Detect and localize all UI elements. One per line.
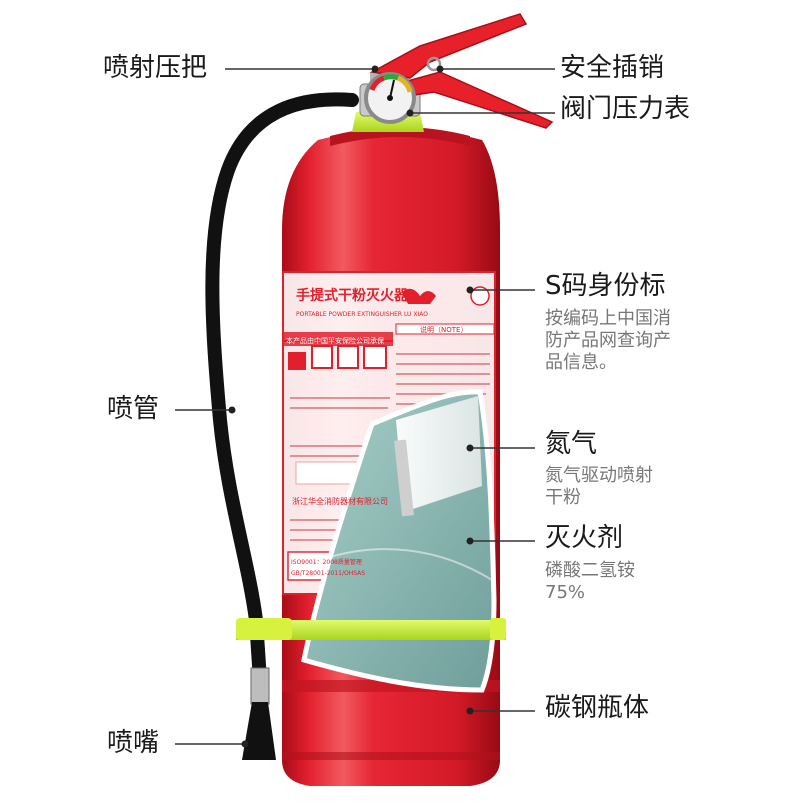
s-code-description: 按编码上中国消 防产品网查询产 品信息。 [545,308,671,373]
label-icon-3 [337,345,359,369]
note-heading: 说明（NOTE） [420,325,467,334]
insurance-note: 本产品由中国平安保险公司承保 [286,336,384,345]
hose [205,92,359,687]
nozzle [242,702,276,760]
label-pressure-gauge: 阀门压力表 [560,94,691,124]
label-nitrogen: 氮气 [545,429,598,459]
mounting-bracket [236,620,506,640]
carry-handle [403,71,554,129]
label-nozzle: 喷嘴 [107,728,160,758]
label-icon-2 [311,345,333,369]
hose-ferrule [250,667,270,705]
agent-description: 磷酸二氢铵 75% [545,560,635,603]
label-hose: 喷管 [107,394,160,424]
product-title-en: PORTABLE POWDER EXTINGUISHER [296,311,402,318]
label-cylinder-body: 碳钢瓶体 [545,693,650,723]
label-icon-4 [363,345,387,369]
label-discharge-lever: 喷射压把 [103,53,208,83]
standard-line-1: ISO9001：2008质量管理 [291,558,362,566]
standard-line-2: GB/T28001-2011/OHSAS [291,570,365,577]
ccc-mark [470,286,490,306]
label-icon-1 [288,352,306,370]
brand-en: LU XIAO [404,311,428,318]
company-name: 浙江华全消防器材有限公司 [292,496,388,506]
discharge-lever [369,13,528,79]
gauge-needle [389,79,395,99]
cylinder-base-ring-2 [282,752,500,760]
nitrogen-cartridge [396,396,482,512]
label-s-code: S码身份标 [545,271,666,301]
safety-pin [426,56,442,72]
nitrogen-description: 氮气驱动喷射 干粉 [545,465,653,508]
label-extinguishing-agent: 灭火剂 [545,523,624,553]
product-title: 手提式干粉灭火器 [296,287,409,304]
brand-logo [402,288,436,304]
leader-dots [228,65,474,748]
leader-lines [175,68,555,745]
label-safety-pin: 安全插销 [560,53,665,83]
siphon-tube [394,439,414,517]
